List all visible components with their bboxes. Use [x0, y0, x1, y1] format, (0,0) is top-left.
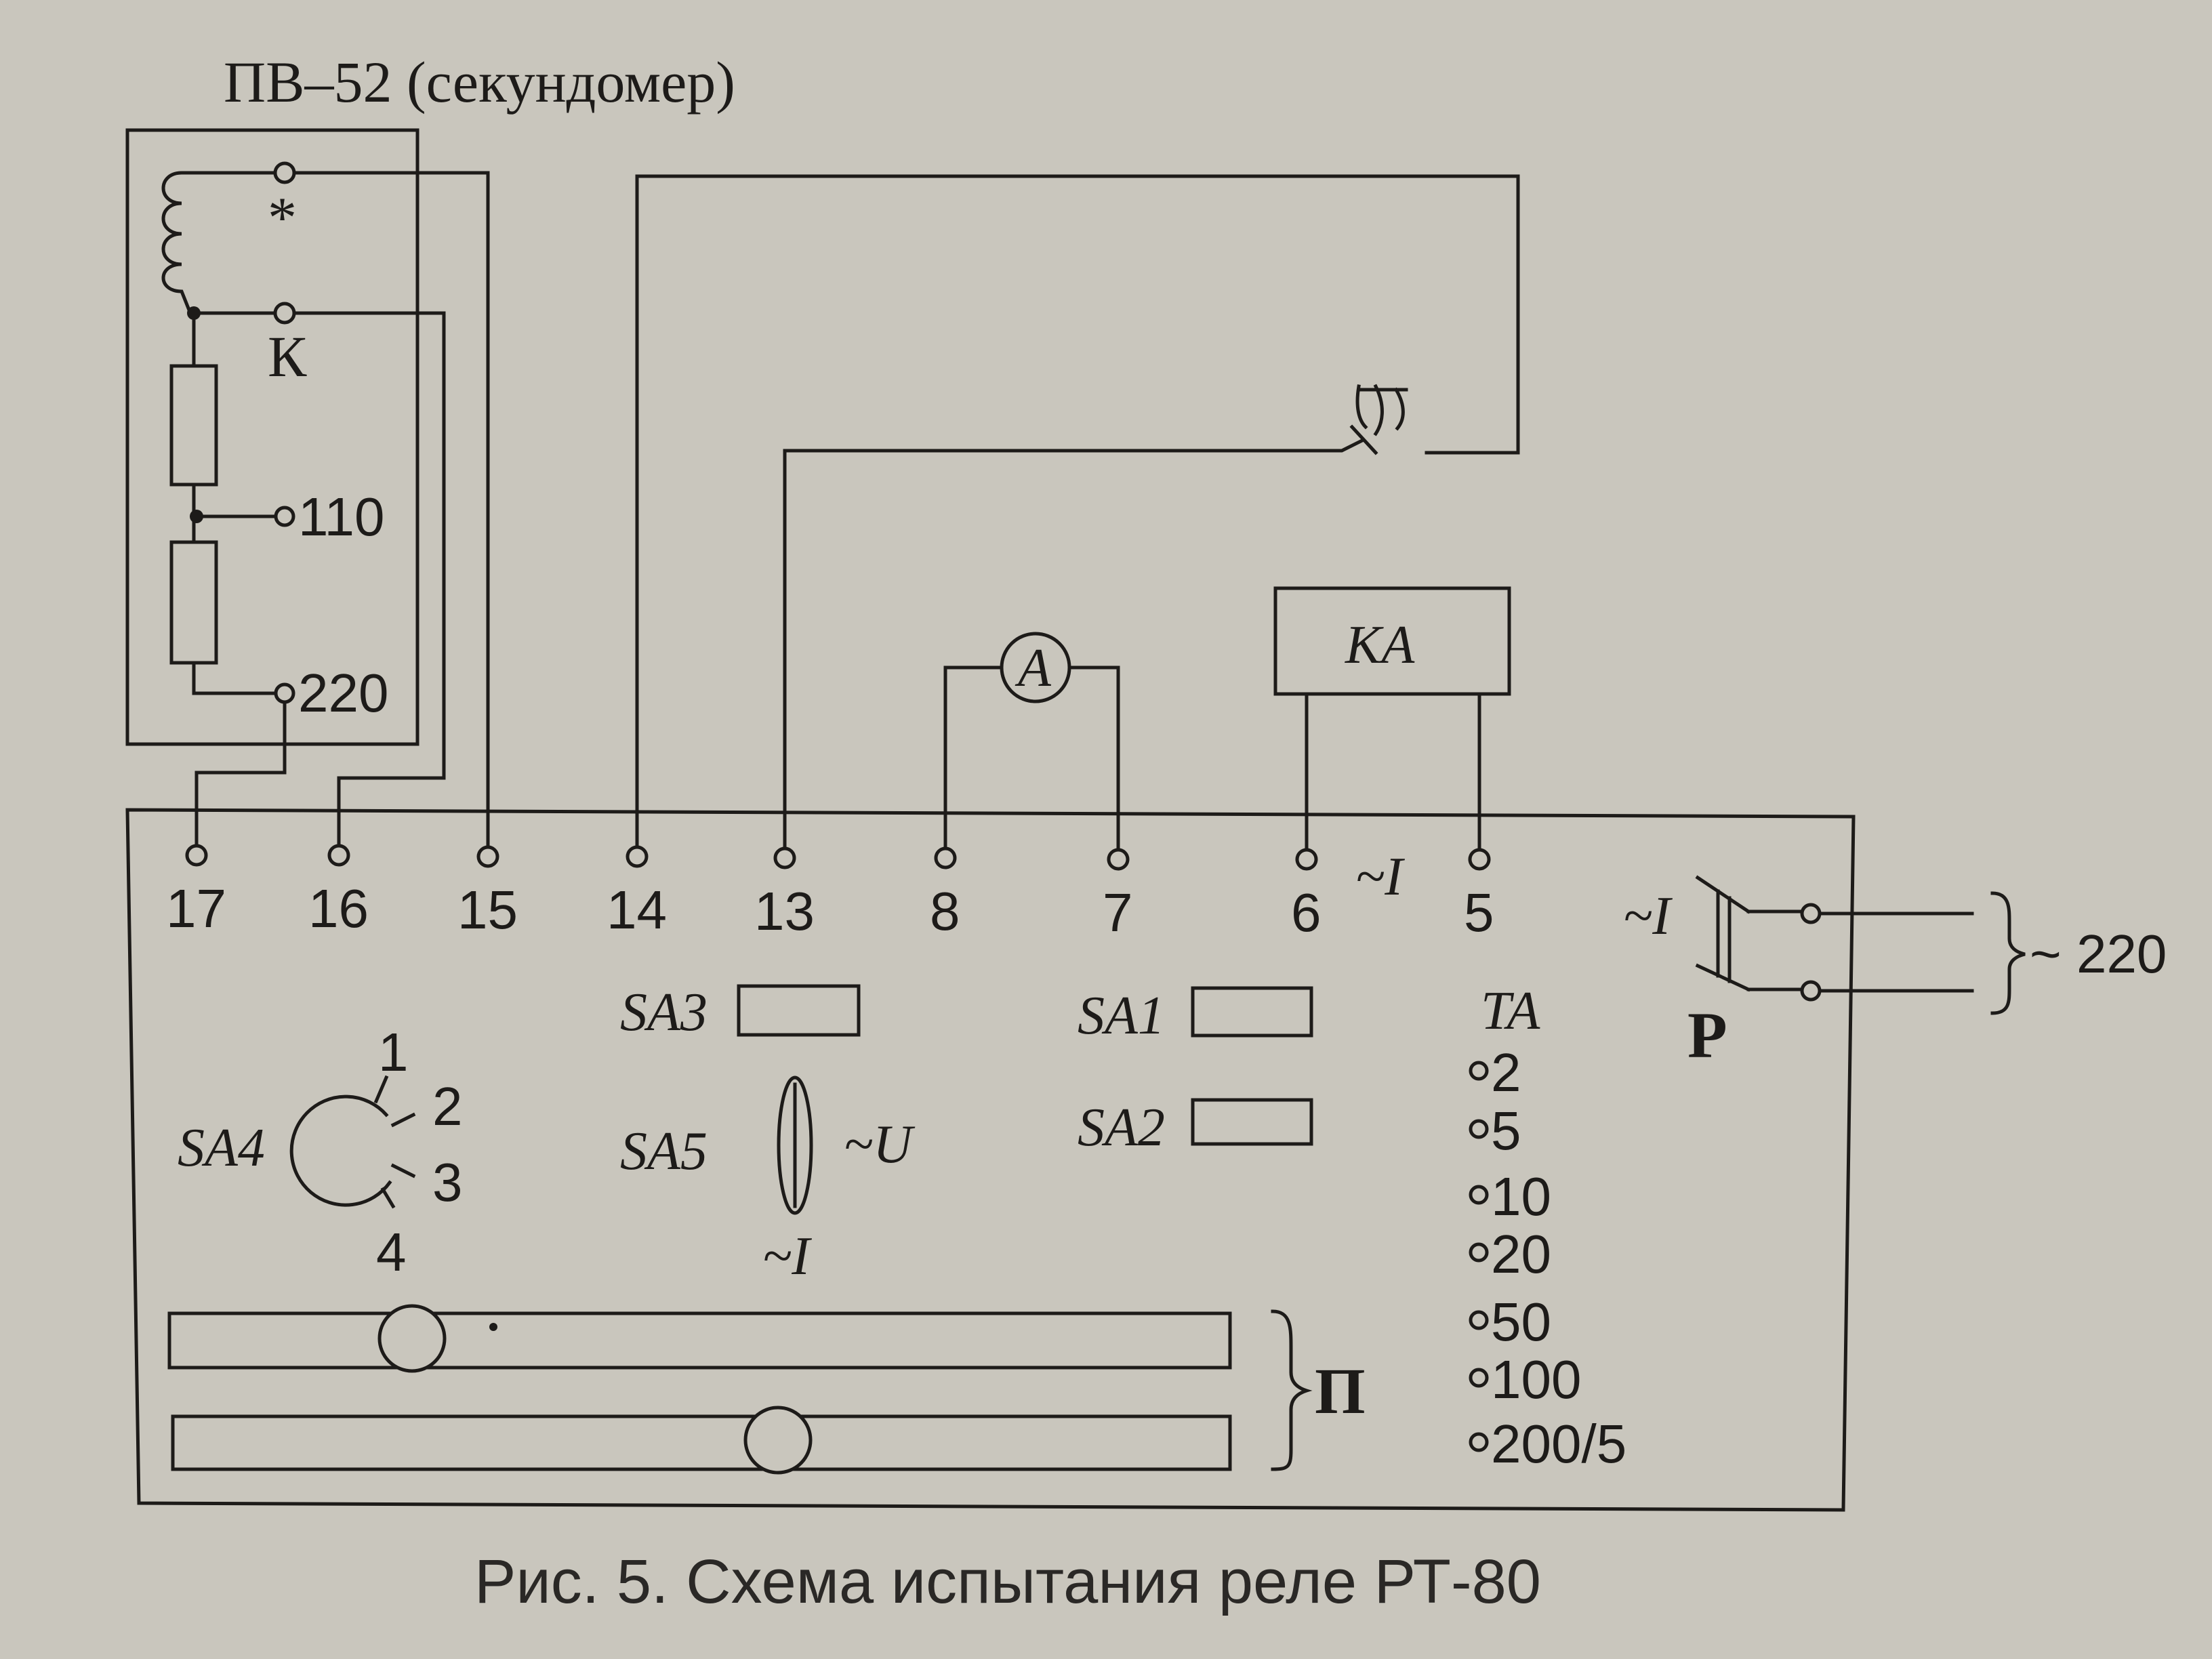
ta-tap-10[interactable]: [1469, 1185, 1489, 1205]
sa4-pos-3: 3: [432, 1152, 463, 1212]
resistor-1: [169, 364, 218, 487]
rheostat-mark: [489, 1323, 497, 1331]
stopwatch-title: ПВ–52 (секундомер): [224, 49, 735, 115]
switch-sa5[interactable]: [777, 1076, 813, 1215]
ammeter-label: A: [1015, 638, 1052, 698]
ta-tap-20[interactable]: [1469, 1242, 1489, 1263]
terminal-16[interactable]: [327, 844, 350, 867]
terminal-7[interactable]: [1107, 848, 1130, 871]
stopwatch-coil: [161, 171, 283, 314]
wire-star-15: [292, 171, 490, 849]
relay-contact-symbol: [1349, 384, 1408, 455]
relay-ka-label: KA: [1345, 615, 1415, 675]
sa2-label: SA2: [1078, 1098, 1165, 1158]
switch-p-i-label: ~I: [1623, 886, 1673, 946]
relay-ka-box: [1273, 586, 1511, 696]
label-220: 220: [298, 663, 388, 723]
terminal-label-17: 17: [166, 878, 226, 939]
rheostat-track-1: [167, 1311, 1232, 1370]
terminal-5[interactable]: [1468, 848, 1491, 871]
rheostat-slider-1[interactable]: [377, 1304, 447, 1373]
switch-sa4-ticks: [373, 1075, 416, 1209]
sa4-label: SA4: [178, 1118, 265, 1178]
ta-label: TA: [1481, 981, 1541, 1041]
terminal-label-7: 7: [1103, 882, 1133, 943]
sa5-u-label: ~U: [844, 1115, 916, 1174]
terminal-14[interactable]: [626, 845, 649, 868]
stopwatch-box: [125, 128, 419, 746]
rheostat-label: П: [1315, 1355, 1366, 1427]
ta-tap-100[interactable]: [1469, 1368, 1489, 1388]
switch-sa2[interactable]: [1191, 1098, 1313, 1146]
k-label: К: [268, 324, 307, 389]
terminal-8[interactable]: [934, 846, 957, 869]
wire-220: [192, 661, 279, 695]
switch-p-label: P: [1687, 999, 1727, 1071]
terminal-star[interactable]: [273, 161, 296, 184]
ta-tap-2[interactable]: [1469, 1061, 1489, 1081]
terminal-label-14: 14: [607, 880, 667, 940]
rheostat-track-2: [171, 1414, 1232, 1471]
wire-13-contact: [783, 438, 1365, 849]
terminal-220[interactable]: [274, 682, 295, 704]
star-label: *: [268, 185, 297, 250]
wire-8-ammeter: [943, 665, 1004, 849]
terminal-label-16: 16: [308, 878, 369, 939]
terminal-6[interactable]: [1295, 848, 1318, 871]
ta-tap-50[interactable]: [1469, 1310, 1489, 1330]
ta-tap-label-50: 50: [1491, 1292, 1551, 1352]
wire-ammeter-7: [1067, 665, 1120, 849]
terminal-label-13: 13: [754, 881, 815, 941]
sa4-pos-2: 2: [432, 1076, 463, 1136]
terminal-label-8: 8: [930, 881, 960, 941]
supply-label: ~ 220: [2030, 924, 2167, 984]
supply-terminal-2[interactable]: [1800, 980, 1822, 1002]
switch-p-symbol[interactable]: [1695, 875, 1751, 992]
rheostat-slider-2[interactable]: [743, 1406, 813, 1475]
ta-tap-label-5: 5: [1491, 1101, 1521, 1161]
terminal-label-5: 5: [1464, 882, 1494, 943]
terminal-label-6: 6: [1291, 882, 1322, 943]
supply-brace: [1990, 891, 2026, 1015]
sa5-i-label: ~I: [762, 1227, 812, 1286]
ta-tap-5[interactable]: [1469, 1119, 1489, 1139]
terminal-13[interactable]: [773, 846, 796, 869]
sa4-pos-1: 1: [378, 1022, 409, 1082]
terminal-110[interactable]: [274, 506, 295, 527]
terminal-17[interactable]: [185, 844, 208, 867]
ta-tap-label-2: 2: [1491, 1042, 1521, 1103]
ta-tap-label-200-5: 200/5: [1491, 1414, 1626, 1474]
terminal-15[interactable]: [476, 845, 499, 868]
sa3-label: SA3: [620, 983, 708, 1042]
switch-sa3[interactable]: [737, 984, 861, 1037]
sa4-pos-4: 4: [376, 1222, 407, 1282]
supply-terminal-1[interactable]: [1800, 903, 1822, 924]
switch-sa1[interactable]: [1191, 986, 1313, 1038]
ammeter: [1000, 632, 1071, 703]
test-panel: [125, 808, 1856, 1512]
ta-tap-label-20: 20: [1491, 1224, 1551, 1284]
figure-caption: Рис. 5. Схема испытания реле РТ-80: [474, 1547, 1541, 1616]
ta-tap-label-10: 10: [1491, 1166, 1551, 1227]
terminal-label-15: 15: [457, 880, 518, 940]
ta-tap-label-100: 100: [1491, 1349, 1581, 1410]
wire-14-loop: [635, 174, 1520, 849]
terminal-k[interactable]: [273, 302, 296, 325]
terminal-row: [185, 844, 1491, 871]
rheostat-brace: [1271, 1309, 1313, 1471]
sa5-label: SA5: [620, 1122, 708, 1181]
terminal-6-i-mark: ~I: [1355, 847, 1405, 907]
label-110: 110: [298, 487, 385, 547]
ta-tap-200-5[interactable]: [1469, 1432, 1489, 1452]
switch-sa4[interactable]: [289, 1094, 392, 1207]
sa1-label: SA1: [1078, 986, 1165, 1046]
resistor-2: [169, 540, 218, 665]
wire-k-16: [292, 311, 446, 848]
wire-220-17: [194, 700, 287, 848]
